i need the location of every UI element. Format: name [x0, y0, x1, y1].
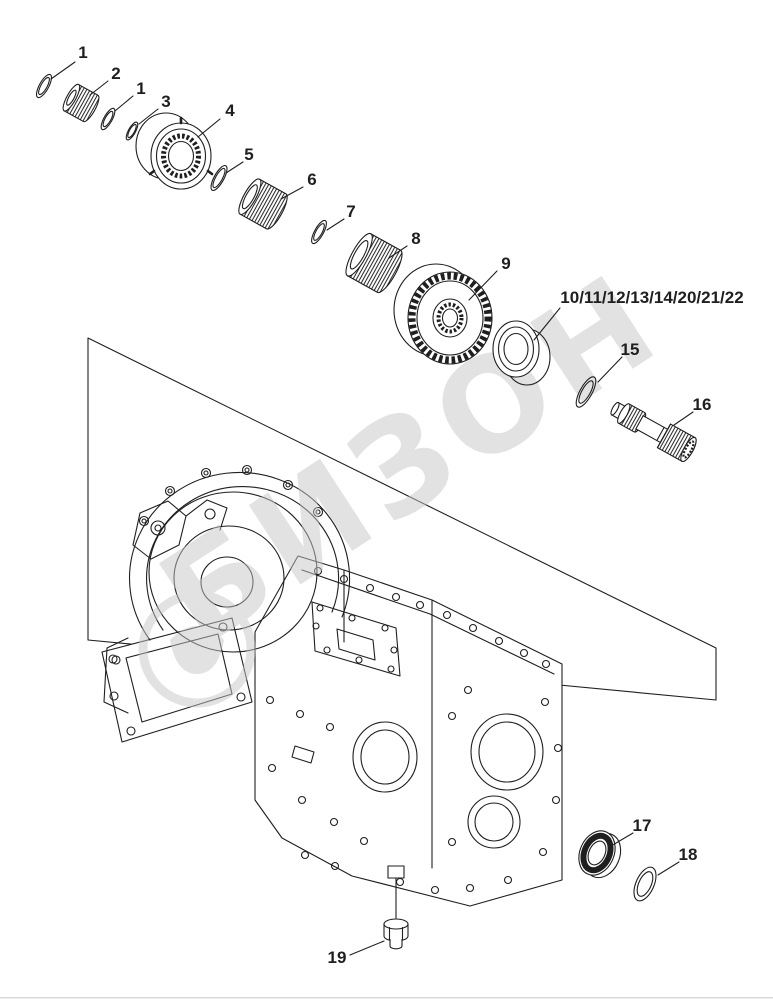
- leader-line: [388, 245, 408, 259]
- part-label-19: 19: [328, 948, 347, 967]
- leader-line: [349, 940, 385, 956]
- page-bottom-divider: [0, 997, 773, 999]
- leader-line: [89, 80, 109, 96]
- part-label-1a: 1: [78, 43, 87, 62]
- part-1-retaining-ring-b: [100, 107, 116, 131]
- part-18-seal-ring: [633, 866, 657, 902]
- part-label-7: 7: [346, 202, 355, 221]
- part-label-1b: 1: [136, 79, 145, 98]
- bell-housing: [103, 464, 351, 714]
- part-1-retaining-ring-a: [35, 73, 53, 99]
- part-2-splined-bushing: [62, 83, 100, 123]
- part-label-15: 15: [621, 340, 640, 359]
- part-8-splined-gear-sleeve: [345, 232, 403, 294]
- part-label-4: 4: [225, 101, 235, 120]
- part-4-synchronizer-hub: [135, 112, 214, 190]
- leader-line: [197, 118, 221, 138]
- part-5-snap-ring: [210, 164, 228, 192]
- leader-line: [673, 411, 694, 426]
- part-16-output-shaft: [610, 401, 697, 463]
- part-3-washer: [125, 121, 139, 141]
- part-label-8: 8: [411, 229, 420, 248]
- leader-line: [280, 186, 304, 200]
- leader-line: [326, 218, 345, 231]
- leader-line: [533, 307, 561, 341]
- part-9-driven-gear: [393, 263, 493, 365]
- part-labels: 1 2 1 3 4 5 6 7 8 9 10/11/12/13/14/20/21…: [78, 43, 743, 967]
- watermark-logo: [138, 590, 256, 708]
- leader-line: [597, 356, 623, 383]
- section-plane-panel: [87, 337, 717, 701]
- part-label-16: 16: [693, 395, 712, 414]
- leader-line: [657, 861, 680, 876]
- part-7-washer: [311, 219, 327, 245]
- part-label-2: 2: [111, 64, 120, 83]
- leader-line: [610, 832, 634, 847]
- part-label-10-22: 10/11/12/13/14/20/21/22: [560, 288, 743, 307]
- leader-line: [468, 270, 498, 301]
- leader-line: [225, 161, 244, 174]
- part-label-6: 6: [307, 170, 316, 189]
- part-10-bearing-collar-assembly: [492, 320, 551, 386]
- part-6-needle-bearing: [238, 178, 288, 230]
- gear-case: [254, 555, 563, 907]
- part-label-17: 17: [633, 816, 652, 835]
- leader-line: [114, 95, 134, 112]
- leader-lines: [50, 61, 694, 956]
- part-label-5: 5: [244, 145, 253, 164]
- part-17-ball-bearing: [578, 830, 622, 879]
- leader-line: [138, 108, 159, 125]
- leader-line: [50, 61, 76, 80]
- part-label-3: 3: [161, 92, 170, 111]
- part-label-9: 9: [501, 254, 510, 273]
- part-19-drain-plug: [383, 877, 409, 950]
- part-label-18: 18: [679, 845, 698, 864]
- part-15-o-ring: [575, 376, 597, 408]
